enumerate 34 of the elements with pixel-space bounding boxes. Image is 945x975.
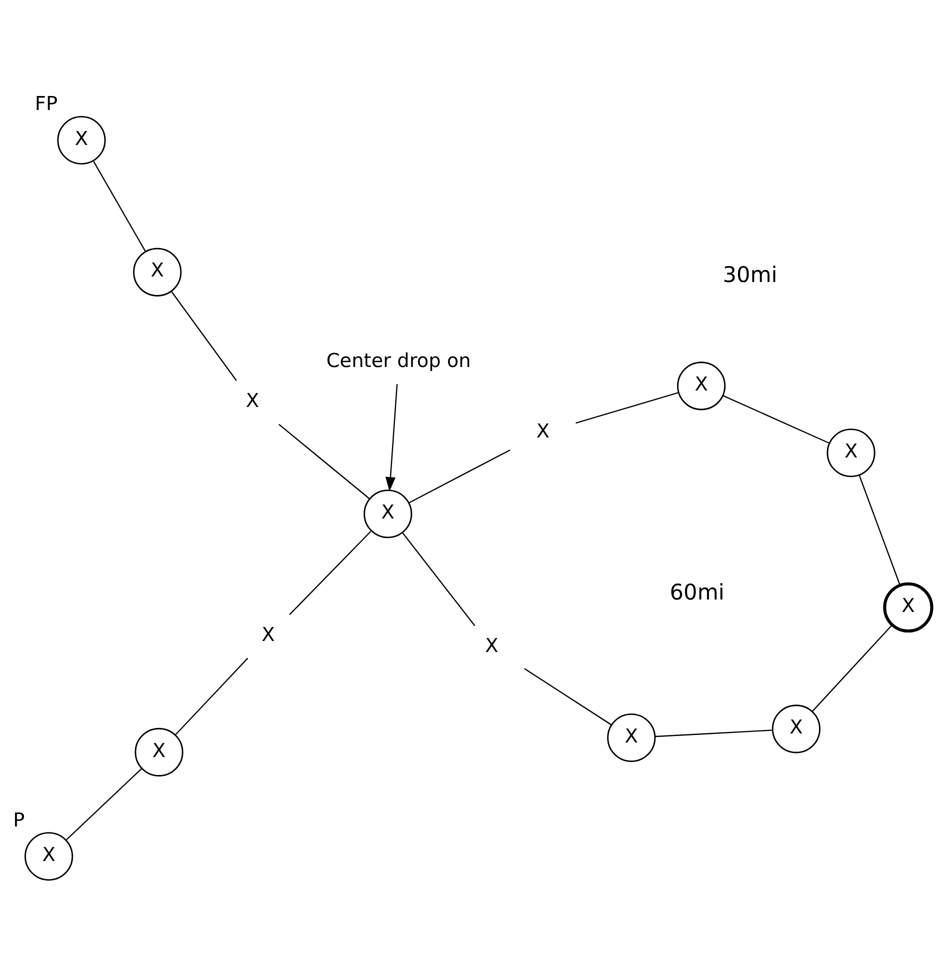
node-text: X bbox=[485, 634, 498, 658]
connector bbox=[858, 475, 900, 586]
node-label: P bbox=[13, 808, 25, 832]
node-circle: X bbox=[826, 428, 876, 478]
connector bbox=[93, 161, 146, 252]
arrow bbox=[385, 384, 398, 492]
connector bbox=[812, 625, 892, 712]
node-circle: X bbox=[677, 362, 726, 410]
connector bbox=[170, 291, 237, 381]
connector bbox=[722, 395, 830, 444]
node-circle: X bbox=[57, 116, 106, 165]
connector bbox=[408, 449, 510, 504]
connector bbox=[576, 392, 678, 424]
label: 30mi bbox=[722, 262, 778, 288]
connector bbox=[289, 530, 372, 615]
node-circle: X bbox=[772, 704, 820, 754]
node-text: X bbox=[246, 389, 260, 412]
node-label: FP bbox=[34, 92, 58, 116]
node-circle: X bbox=[607, 713, 656, 762]
node-text: Center drop on bbox=[326, 349, 471, 372]
connector bbox=[655, 730, 772, 738]
node-text: X bbox=[262, 623, 275, 646]
connector bbox=[278, 424, 370, 500]
node-circle: X bbox=[134, 728, 184, 776]
connector bbox=[175, 658, 248, 736]
node-circle: X bbox=[364, 490, 412, 538]
label: 60mi bbox=[670, 580, 724, 606]
node-circle: X bbox=[24, 832, 74, 881]
connector bbox=[402, 532, 476, 626]
node-circle: X bbox=[133, 248, 182, 296]
node-text: X bbox=[536, 419, 550, 442]
connector bbox=[66, 768, 142, 840]
node-circle: X bbox=[883, 582, 934, 633]
connector bbox=[524, 668, 612, 726]
